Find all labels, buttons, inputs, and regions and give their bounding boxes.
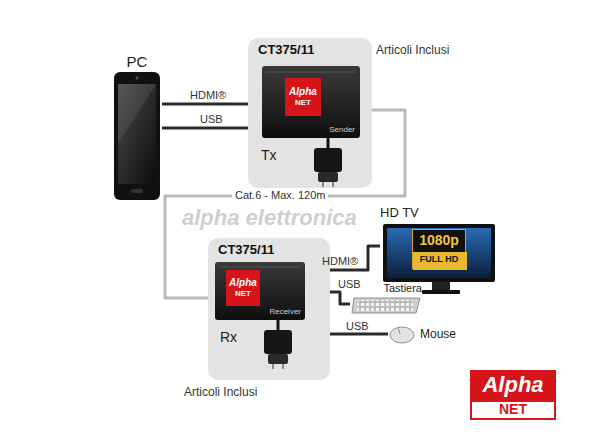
device-label: Mouse [420, 328, 456, 341]
cable-label: Cat.6 - Max. 120m [232, 189, 328, 201]
logo-word: NET [285, 99, 321, 108]
cable-label: HDMI® [322, 255, 358, 267]
logo-word: Alpha [285, 86, 321, 97]
cable-label: USB [346, 320, 369, 332]
receiver-panel: CT375/11Rx Receiver AlphaNET [208, 238, 330, 380]
logo-word: Alpha [226, 277, 260, 288]
unit-label: Tx [261, 148, 277, 163]
note-label: Articoli Inclusi [376, 44, 449, 57]
model-code: CT375/11 [258, 43, 314, 57]
transmitter-panel: CT375/11Tx Sender AlphaNET [248, 38, 372, 188]
unit-caption: Receiver [269, 308, 301, 317]
brand-logo: AlphaNET [226, 270, 260, 306]
cable-label: USB [338, 278, 361, 290]
brand-logo: AlphaNET [285, 78, 321, 116]
watermark: alpha elettronica [182, 206, 357, 230]
model-code: CT375/11 [218, 243, 274, 257]
cable-label: USB [200, 113, 223, 125]
device-illustration [112, 54, 162, 204]
brand-logo: AlphaNET [470, 370, 556, 420]
pc-device: PC [112, 54, 162, 204]
device-label: PC [112, 54, 162, 71]
keyboard: Tastiera [350, 282, 422, 314]
transmitter-unit: Sender AlphaNET [262, 66, 360, 138]
cable [162, 103, 262, 106]
unit-label: Rx [220, 330, 237, 345]
mouse: Mouse [388, 322, 466, 348]
hd-tv: HD TV 1080pFULL HD [380, 206, 498, 294]
cable [162, 127, 262, 130]
device-label: Tastiera [383, 282, 422, 294]
receiver-unit: Receiver AlphaNET [215, 262, 305, 320]
device-label: HD TV [380, 206, 419, 220]
note-label: Articoli Inclusi [184, 386, 257, 399]
badge-text: FULL HD [413, 255, 465, 265]
badge-text: 1080p [413, 233, 465, 248]
logo-word: NET [226, 290, 260, 299]
logo-word: Alpha [470, 373, 556, 397]
cable-label: HDMI® [190, 89, 226, 101]
unit-caption: Sender [329, 126, 355, 135]
resolution-badge: 1080pFULL HD [412, 229, 466, 269]
logo-word: NET [470, 402, 556, 417]
